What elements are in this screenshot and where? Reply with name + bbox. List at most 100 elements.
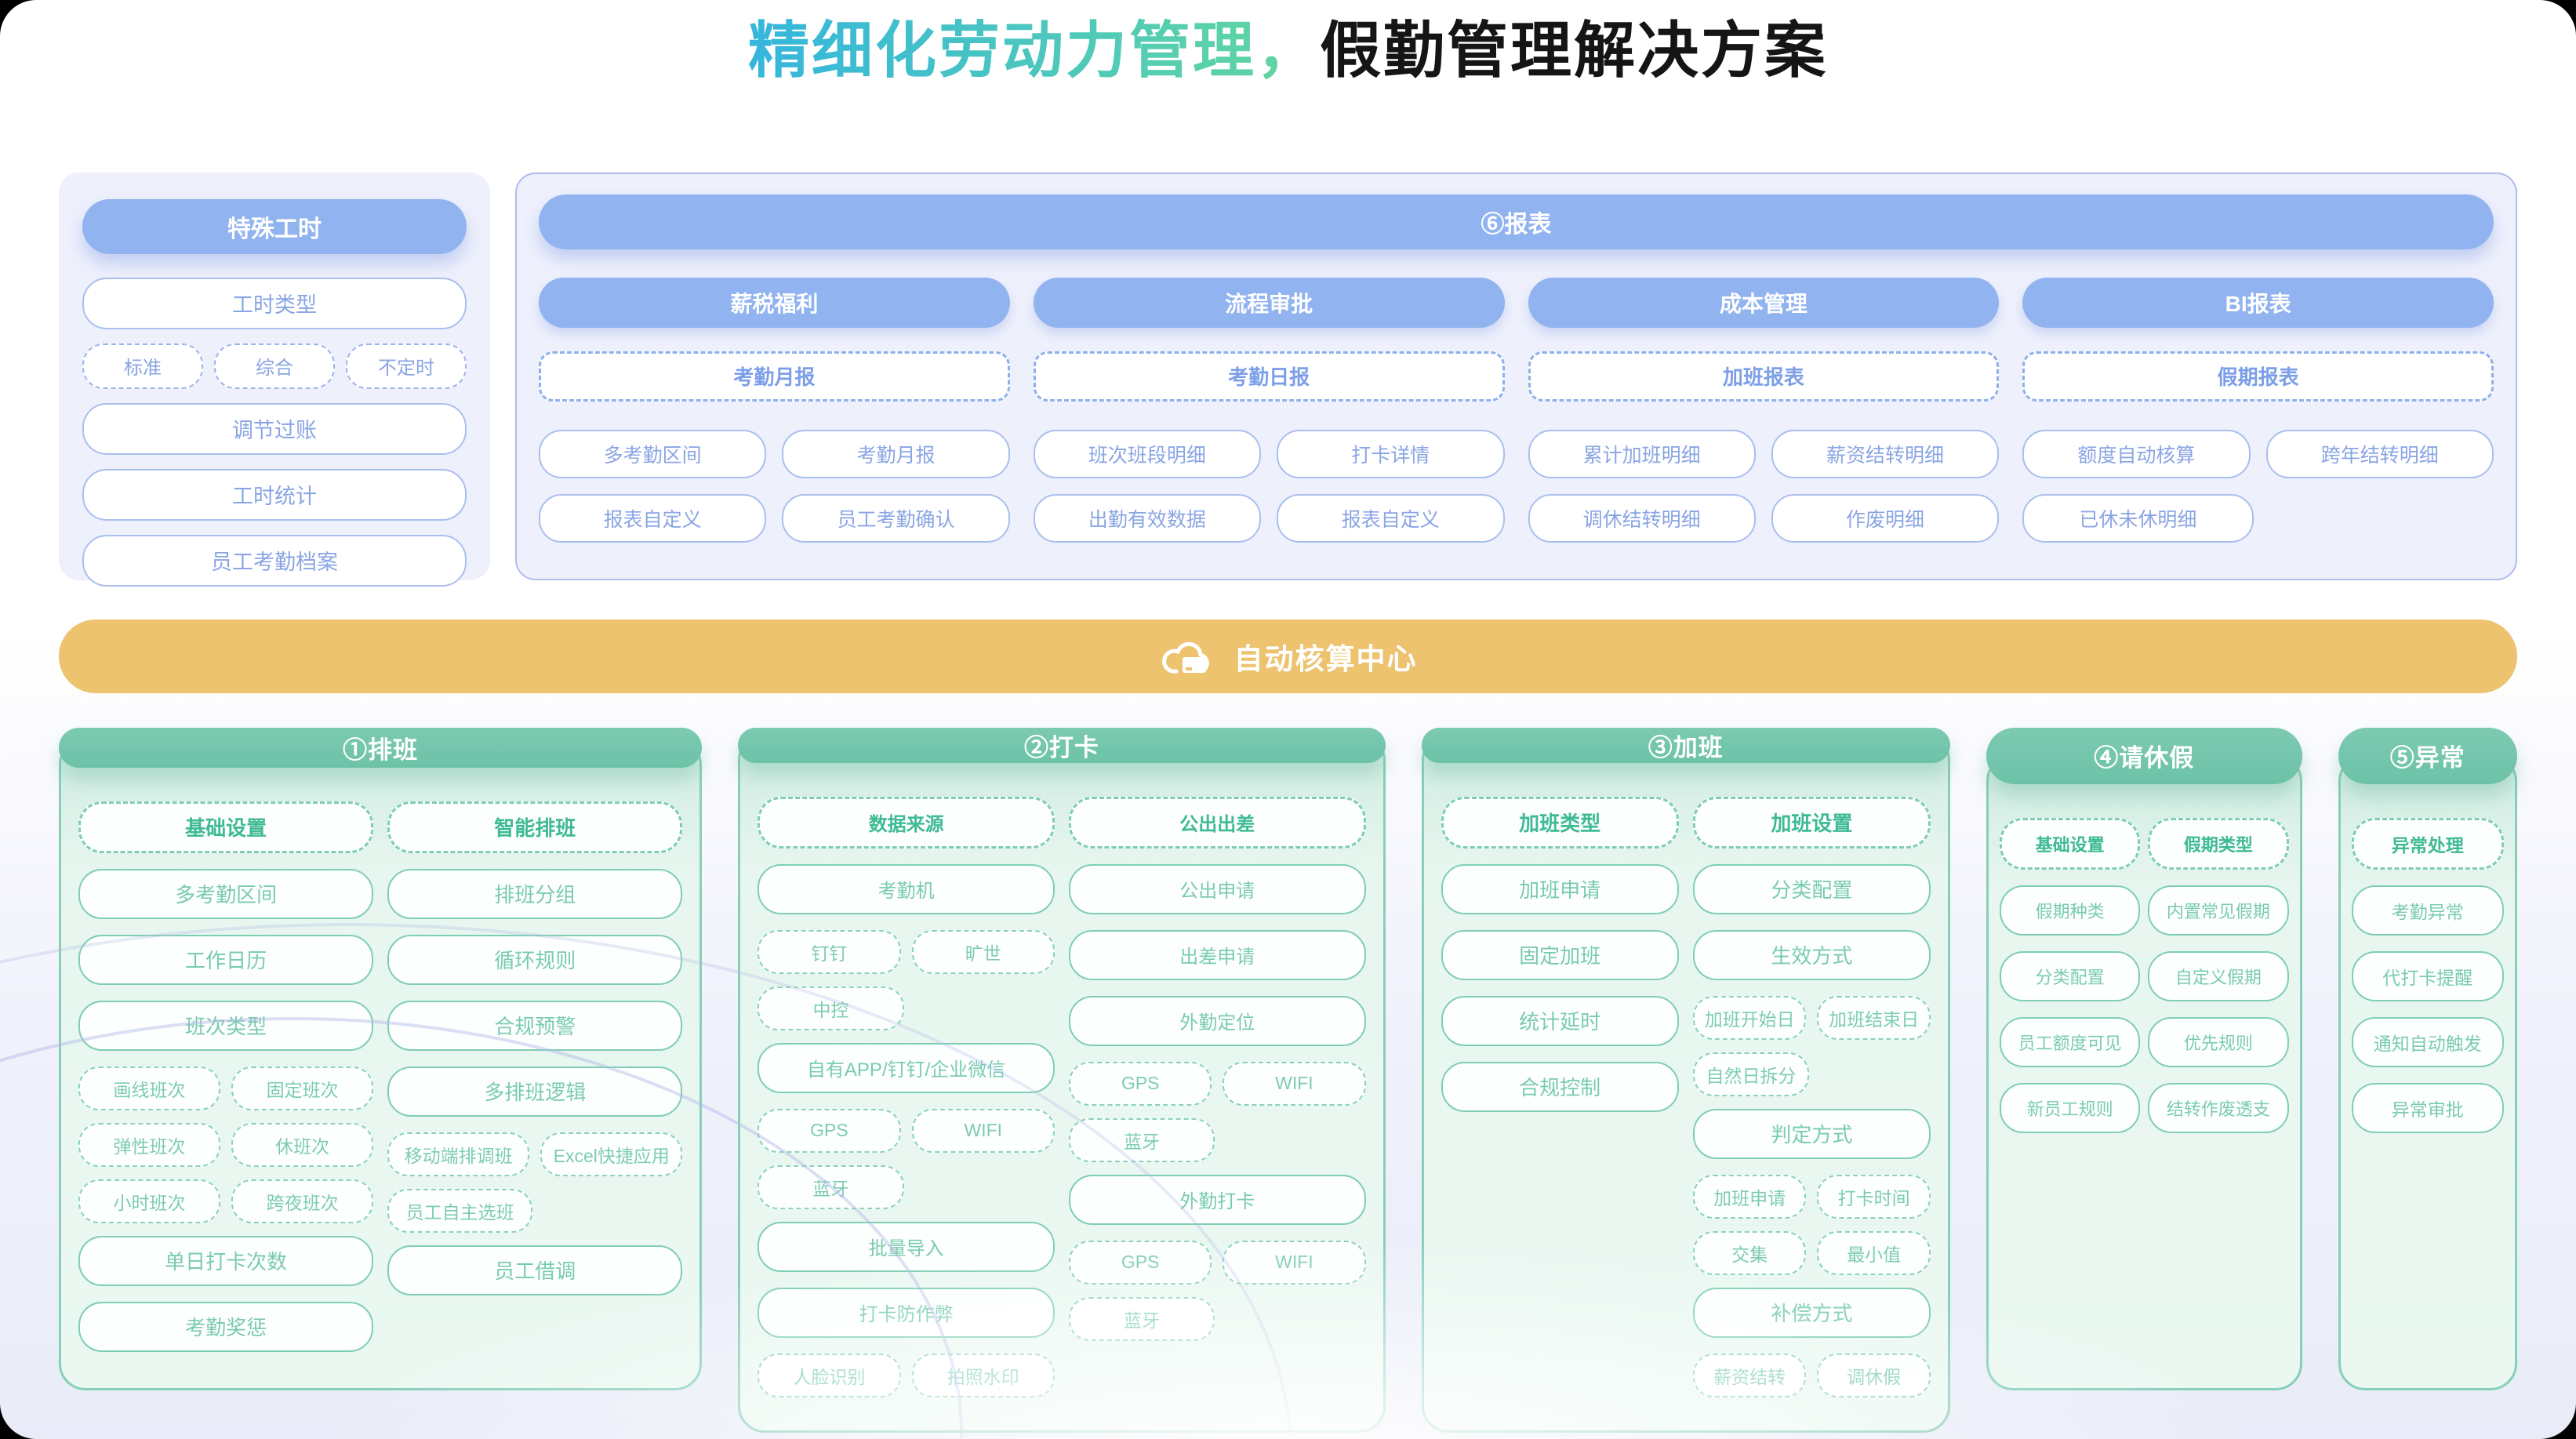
feature-chip: 跨夜班次 xyxy=(231,1179,374,1223)
feature-pill: 排班分组 xyxy=(387,868,683,919)
pill-row: 出勤有效数据报表自定义 xyxy=(1033,493,1505,543)
auto-calculation-label: 自动核算中心 xyxy=(1234,642,1418,675)
pill-row: 交集最小值 xyxy=(1692,1230,1931,1275)
feature-chip: 不定时 xyxy=(346,343,467,389)
feature-chip: 蓝牙 xyxy=(1068,1117,1215,1162)
feature-pill: 分类配置 xyxy=(1999,950,2141,1001)
report-column-bi: BI报表 假期报表额度自动核算跨年结转明细已休未休明细 xyxy=(2022,277,2494,558)
feature-chip: 出勤有效数据 xyxy=(1033,493,1262,543)
process-column-header: ①排班 xyxy=(59,727,703,768)
feature-pill: 考勤奖惩 xyxy=(78,1301,374,1352)
feature-chip: 薪资结转明细 xyxy=(1771,429,2000,478)
auto-calculation-bar: 自动核算中心 xyxy=(59,619,2517,693)
feature-chip: 额度自动核算 xyxy=(2022,429,2251,478)
cloud-server-icon xyxy=(1161,641,1209,674)
feature-chip: 打卡时间 xyxy=(1817,1174,1931,1219)
feature-chip: 拍照水印 xyxy=(911,1353,1055,1397)
process-column-header: ⑤异常 xyxy=(2338,727,2517,784)
group-title-pill: 智能排班 xyxy=(387,801,683,853)
subcolumn: 加班设置分类配置生效方式加班开始日加班结束日自然日拆分判定方式加班申请打卡时间交… xyxy=(1692,796,1931,1410)
feature-chip: 人脸识别 xyxy=(758,1353,901,1397)
group-title-pill: 假期报表 xyxy=(2022,351,2494,402)
feature-pill: 工时类型 xyxy=(82,277,467,329)
feature-chip: 固定班次 xyxy=(231,1066,374,1110)
feature-pill: 工作日历 xyxy=(78,934,374,985)
feature-pill: 判定方式 xyxy=(1692,1108,1931,1159)
report-column-header: 成本管理 xyxy=(1528,277,2000,328)
reports-columns: 薪税福利 考勤月报多考勤区间考勤月报报表自定义员工考勤确认 流程审批 考勤日报班… xyxy=(539,277,2494,558)
process-column-leave: ④请休假 基础设置假期种类分类配置员工额度可见新员工规则 假期类型内置常见假期自… xyxy=(1986,727,2302,1390)
pill-row: 额度自动核算跨年结转明细 xyxy=(2022,429,2494,478)
feature-chip: 调休假 xyxy=(1817,1353,1931,1397)
feature-chip: 移动端排调班 xyxy=(387,1132,530,1176)
group-title-pill: 基础设置 xyxy=(78,801,374,853)
report-column-list: 考勤日报班次班段明细打卡详情出勤有效数据报表自定义 xyxy=(1033,351,1505,543)
group-title-pill: 数据来源 xyxy=(758,796,1055,849)
feature-pill: 外勤打卡 xyxy=(1068,1174,1366,1225)
feature-chip: 薪资结转 xyxy=(1692,1353,1807,1397)
process-column-body: 基础设置多考勤区间工作日历班次类型画线班次固定班次弹性班次休班次小时班次跨夜班次… xyxy=(59,737,703,1390)
feature-pill: 员工借调 xyxy=(387,1245,683,1295)
report-column-header: 流程审批 xyxy=(1033,277,1505,328)
group-title-pill: 异常处理 xyxy=(2351,817,2504,870)
special-hours-header: 特殊工时 xyxy=(82,198,467,254)
pill-row: 人脸识别拍照水印 xyxy=(758,1353,1055,1397)
process-column-body: 基础设置假期种类分类配置员工额度可见新员工规则 假期类型内置常见假期自定义假期优… xyxy=(1986,754,2302,1390)
group-title-pill: 考勤月报 xyxy=(539,351,1010,402)
pill-row: 小时班次跨夜班次 xyxy=(78,1179,374,1223)
pill-row: 调休结转明细作废明细 xyxy=(1528,493,2000,543)
feature-pill: 批量导入 xyxy=(758,1221,1055,1272)
feature-pill: 公出申请 xyxy=(1068,863,1366,914)
subcolumn: 异常处理考勤异常代打卡提醒通知自动触发异常审批 xyxy=(2351,817,2504,1149)
pill-row: 加班开始日加班结束日 xyxy=(1692,995,1931,1040)
feature-chip: 跨年结转明细 xyxy=(2265,429,2494,478)
pill-row: 蓝牙 xyxy=(758,1165,1055,1209)
feature-chip: 自然日拆分 xyxy=(1692,1052,1810,1096)
group-title-pill: 假期类型 xyxy=(2148,817,2289,870)
feature-pill: 考勤异常 xyxy=(2351,885,2504,936)
top-section: 特殊工时 工时类型标准综合不定时调节过账工时统计员工考勤档案 ⑥报表 薪税福利 … xyxy=(59,172,2517,587)
feature-chip: 旷世 xyxy=(911,929,1055,974)
subcolumn: 加班类型加班申请固定加班统计延时合规控制 xyxy=(1441,796,1679,1128)
group-title-pill: 加班报表 xyxy=(1528,351,2000,402)
group-title-pill: 加班设置 xyxy=(1692,796,1931,849)
feature-pill: 多排班逻辑 xyxy=(387,1066,683,1117)
feature-pill: 调节过账 xyxy=(82,402,467,455)
group-title-pill: 公出出差 xyxy=(1068,796,1366,849)
feature-pill: 内置常见假期 xyxy=(2148,885,2289,936)
feature-chip: 蓝牙 xyxy=(1068,1296,1215,1341)
process-column-body: 加班类型加班申请固定加班统计延时合规控制 加班设置分类配置生效方式加班开始日加班… xyxy=(1421,732,1950,1433)
report-column-list: 假期报表额度自动核算跨年结转明细已休未休明细 xyxy=(2022,351,2494,543)
pill-row: 钉钉旷世 xyxy=(758,929,1055,974)
feature-pill: 新员工规则 xyxy=(1999,1082,2141,1133)
feature-chip: 蓝牙 xyxy=(758,1165,904,1209)
page-title: 精细化劳动力管理，假勤管理解决方案 xyxy=(0,14,2576,88)
report-column-approval: 流程审批 考勤日报班次班段明细打卡详情出勤有效数据报表自定义 xyxy=(1033,277,1505,558)
pill-row: 已休未休明细 xyxy=(2022,493,2494,543)
feature-chip: 标准 xyxy=(82,343,203,389)
pill-row: 画线班次固定班次 xyxy=(78,1066,374,1110)
feature-chip: WIFI xyxy=(911,1108,1055,1153)
pill-row: 多考勤区间考勤月报 xyxy=(539,429,1010,478)
feature-pill: 自定义假期 xyxy=(2148,950,2289,1001)
pill-row: 班次班段明细打卡详情 xyxy=(1033,429,1505,478)
pill-row: 加班申请打卡时间 xyxy=(1692,1174,1931,1219)
process-column-header: ④请休假 xyxy=(1986,727,2302,784)
group-title-pill: 考勤日报 xyxy=(1033,351,1505,402)
process-column-exception: ⑤异常 异常处理考勤异常代打卡提醒通知自动触发异常审批 xyxy=(2338,727,2517,1390)
feature-pill: 合规控制 xyxy=(1441,1061,1679,1112)
pill-row: 员工自主选班 xyxy=(387,1188,682,1233)
feature-pill: 分类配置 xyxy=(1692,863,1931,914)
pill-row: 自然日拆分 xyxy=(1692,1052,1931,1096)
feature-chip: Excel快捷应用 xyxy=(540,1132,683,1176)
report-column-cost: 成本管理 加班报表累计加班明细薪资结转明细调休结转明细作废明细 xyxy=(1528,277,2000,558)
special-hours-list: 工时类型标准综合不定时调节过账工时统计员工考勤档案 xyxy=(82,277,467,587)
process-column-overtime: ③加班 加班类型加班申请固定加班统计延时合规控制 加班设置分类配置生效方式加班开… xyxy=(1421,727,1950,1433)
feature-pill: 循环规则 xyxy=(387,934,683,985)
group-title-pill: 加班类型 xyxy=(1441,796,1679,849)
